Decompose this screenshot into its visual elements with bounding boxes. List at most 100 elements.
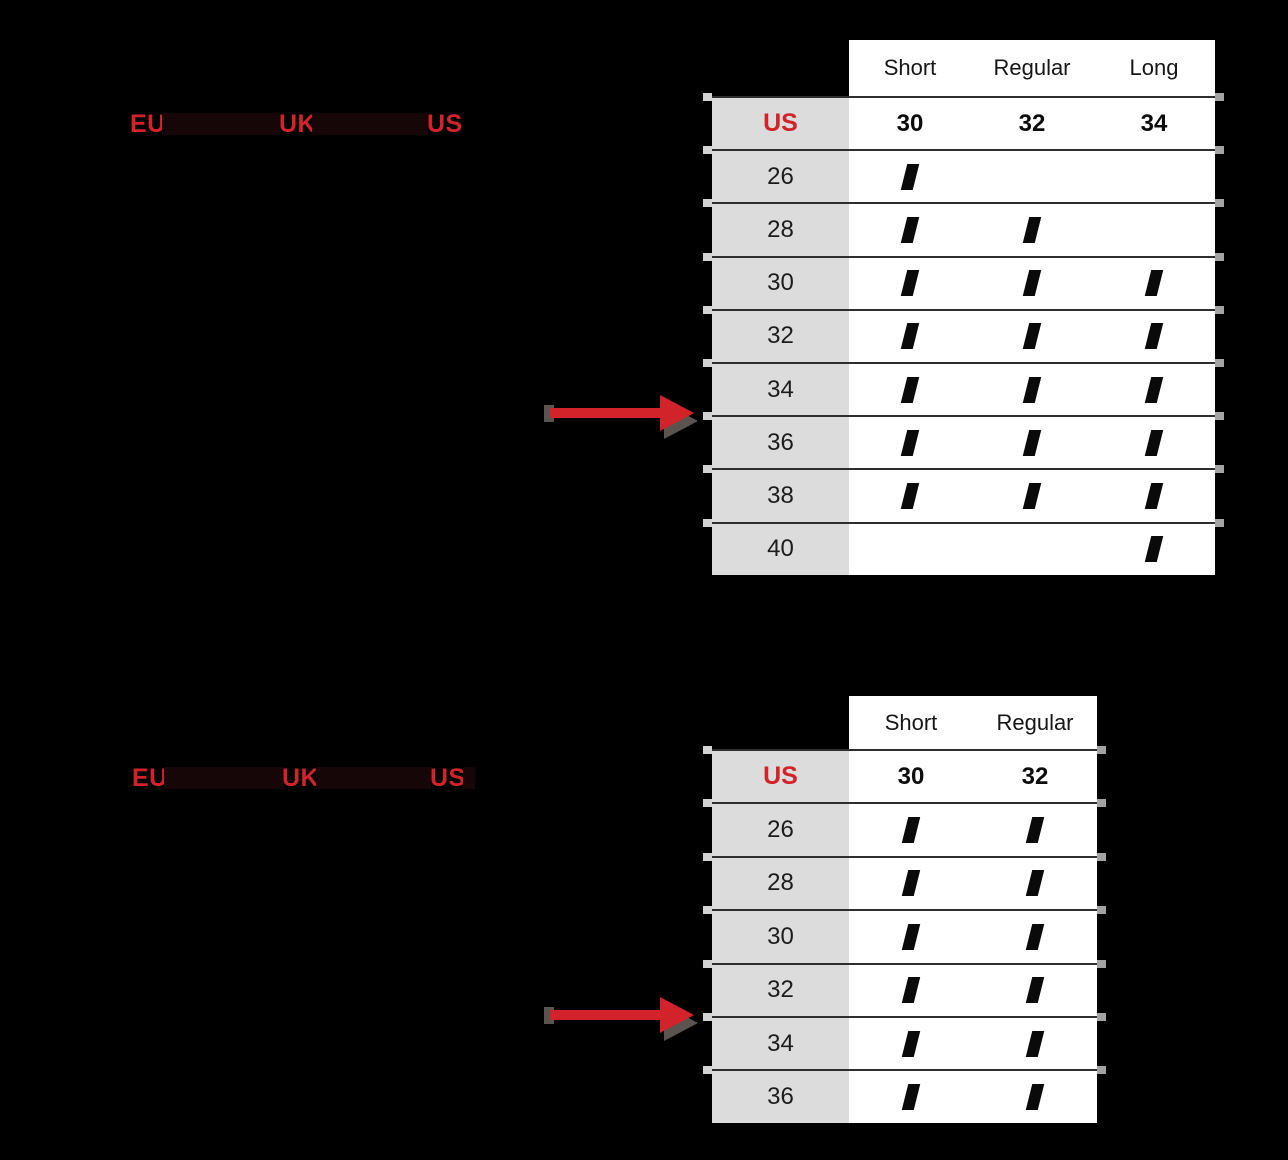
table-edge-tick [703,146,712,155]
fit-cell [971,363,1093,416]
fit-cell: 30 [849,751,973,803]
size-row: 34 [712,361,1215,416]
size-label-cell: 34 [712,363,849,416]
fit-cell [1093,310,1215,362]
table-edge-tick [703,1066,712,1075]
table-edge-tick [1097,799,1106,808]
size-row: 36 [712,415,1215,469]
availability-slash-icon [1022,323,1042,350]
arrow-head [660,997,694,1033]
availability-slash-icon [1144,429,1164,456]
hidden-text-bar [312,113,428,135]
availability-slash-icon [1144,536,1164,563]
fit-cell [1093,417,1215,469]
fit-cell [849,964,973,1016]
size-label-cell: 40 [712,523,849,575]
region-label-eu: EU [130,110,166,138]
availability-slash-icon [1022,270,1042,297]
table-edge-tick [1097,1066,1106,1075]
availability-slash-icon [1022,376,1042,403]
size-row: 26 [712,802,1097,856]
fit-cell [849,310,971,362]
availability-slash-icon [1022,216,1042,243]
availability-slash-icon [1025,870,1045,897]
fit-cell [849,257,971,309]
fit-cell [849,1017,973,1070]
size-label-cell: 36 [712,1071,849,1123]
size-label-cell: US [712,751,849,803]
availability-slash-icon [900,163,920,190]
fit-column-header: Short [883,55,937,80]
availability-slash-icon [900,482,920,509]
table-edge-tick [1215,359,1224,367]
size-label-cell: 26 [712,804,849,856]
arrow-head [660,395,694,431]
fit-cell [849,470,971,522]
fit-cell [849,363,971,416]
arrow-shaft [550,408,664,418]
table-edge-tick [1215,252,1224,261]
size-row: 30 [712,255,1215,309]
table-edge-tick [703,252,712,261]
fit-column-header: Long [1129,55,1179,80]
hidden-text-bar [162,113,280,135]
fit-cell [1093,257,1215,309]
fit-cell [849,911,973,963]
table-edge-tick [703,305,712,314]
availability-slash-icon [900,323,920,350]
table-edge-tick [1215,93,1224,101]
size-label-cell: US [712,98,849,150]
fit-cell [1093,151,1215,203]
fit-cell: 30 [849,98,971,150]
availability-slash-icon [1022,482,1042,509]
fit-cell [849,204,971,256]
availability-slash-icon [1022,429,1042,456]
availability-slash-icon [1025,1030,1045,1057]
arrow-shaft [550,1010,664,1020]
availability-slash-icon [1144,376,1164,403]
availability-slash-icon [901,1084,921,1111]
size-row: 26 [712,149,1215,203]
availability-slash-icon [1025,923,1045,950]
size-label-cell: 38 [712,470,849,522]
availability-slash-icon [901,870,921,897]
size-label-cell: 28 [712,204,849,256]
region-label-us: US [430,764,466,792]
fit-cell: 32 [971,98,1093,150]
availability-slash-icon [1025,977,1045,1004]
availability-slash-icon [900,429,920,456]
size-row: 28 [712,855,1097,910]
size-row: 36 [712,1069,1097,1123]
table-edge-tick [1215,305,1224,314]
fit-cell [971,257,1093,309]
fit-cell [973,804,1097,856]
fit-cell [971,470,1093,522]
availability-slash-icon [900,216,920,243]
size-row: 32 [712,308,1215,362]
fit-column-header: Short [884,709,938,735]
table-edge-tick [703,465,712,474]
region-label-uk: UK [279,110,317,138]
size-row: 38 [712,468,1215,522]
hidden-text-bar [164,767,283,789]
table-edge-tick [703,199,712,208]
hidden-text-bar [463,767,475,789]
size-label-cell: 30 [712,257,849,309]
fit-cell [849,1071,973,1123]
arrow-tail-shadow [544,405,554,422]
fit-cell [973,964,1097,1016]
availability-slash-icon [901,923,921,950]
table-edge-tick [703,799,712,808]
region-label-eu: EU [132,764,168,792]
fit-cell [971,151,1093,203]
table-edge-tick [1097,1013,1106,1021]
fit-cell [849,417,971,469]
fit-cell [971,523,1093,575]
size-label-cell: 36 [712,417,849,469]
fit-cell [971,310,1093,362]
fit-cell: 32 [973,751,1097,803]
fit-cell [849,523,971,575]
availability-slash-icon [901,1030,921,1057]
